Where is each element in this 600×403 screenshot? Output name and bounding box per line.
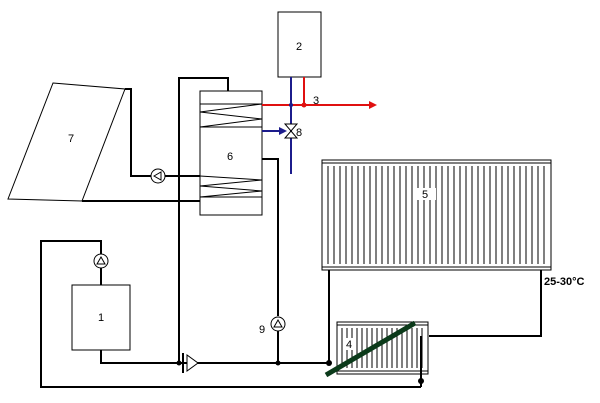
boiler-unit-body	[71, 284, 131, 351]
upper-heat-exchanger-coil	[200, 103, 262, 128]
label-storage-tank: 6	[227, 151, 233, 163]
lower-heat-exchanger-coil	[200, 175, 262, 198]
boiler-return-loop-pipe	[40, 240, 421, 388]
pump-arrow-icon	[273, 318, 283, 328]
flow-arrow-icon	[279, 127, 287, 135]
floor-heating-fins	[327, 166, 545, 264]
floor-heating-return-pipe	[429, 270, 542, 337]
pump-arrow-icon	[96, 255, 106, 265]
radiator: 4	[324, 320, 429, 378]
storage-tank: 6	[199, 90, 263, 216]
solar-pump	[150, 168, 166, 184]
hot-water-arrow-icon	[369, 101, 377, 109]
pipe-junction	[176, 360, 182, 366]
solar-flow-pipe	[125, 88, 151, 177]
cold-water-junction	[289, 103, 293, 107]
three-way-valve-lower-icon	[283, 130, 299, 139]
label-solar-collector: 7	[68, 133, 74, 145]
boiler-pump	[93, 253, 109, 269]
label-mixing-valve: 8	[296, 127, 302, 139]
pipe-junction	[275, 360, 281, 366]
pipe-junction	[326, 360, 332, 366]
boiler-unit: 1	[71, 284, 131, 351]
label-boiler-unit: 1	[98, 312, 104, 324]
label-radiator: 4	[346, 339, 352, 351]
radiator-label-bg	[343, 338, 355, 350]
pump-arrow-icon	[152, 171, 162, 181]
floor-heating-panel: 5 25-30°C	[321, 159, 585, 288]
floor-temperature-label: 25-30°C	[544, 276, 585, 288]
label-hot-water-heater: 2	[296, 41, 302, 53]
hot-water-junction	[301, 102, 307, 108]
label-junction: 3	[313, 95, 319, 107]
heating-supply-pipe	[262, 158, 279, 316]
solar-loop-pipes	[82, 88, 201, 202]
check-valve-icon	[186, 354, 199, 372]
solar-collector-panel	[7, 82, 126, 202]
tank-top-supply-pipe	[178, 77, 229, 365]
hot-water-heater-body	[277, 11, 322, 78]
thermostatic-valve-bar	[324, 320, 417, 378]
pipe-junction	[418, 378, 424, 384]
label-floor-heating: 5	[422, 189, 428, 201]
check-valve	[176, 353, 199, 373]
solar-collector: 7	[7, 82, 126, 202]
three-way-valve: 8	[283, 123, 302, 139]
hot-water-heater: 2	[277, 11, 322, 78]
floor-heating-label-bg	[416, 188, 436, 200]
domestic-hot-water-lines: 3	[262, 77, 377, 174]
label-heating-pump: 9	[259, 324, 265, 336]
heating-pump: 9	[259, 316, 286, 336]
three-way-valve-icon	[283, 123, 299, 132]
boiler-flow-pipe	[100, 350, 329, 364]
